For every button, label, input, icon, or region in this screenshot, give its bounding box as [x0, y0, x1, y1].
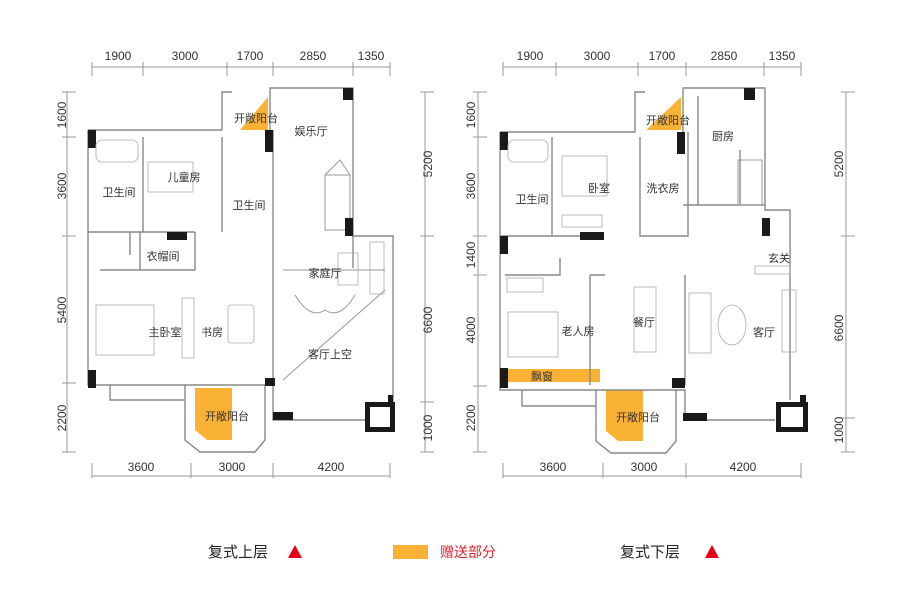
upper-walls — [87, 87, 394, 453]
dim-label: 6600 — [421, 306, 435, 333]
dim-label: 3000 — [219, 460, 246, 474]
room-label-living: 客厅 — [753, 325, 775, 339]
dim-label: 5200 — [421, 150, 435, 177]
dim-label: 5200 — [832, 150, 846, 177]
lower-right-dimensions: 5200 6600 1000 — [832, 91, 855, 453]
lower-bottom-dimensions: 3600 3000 4200 — [502, 460, 802, 478]
room-label-family-hall: 家庭厅 — [309, 266, 342, 280]
dim-label: 1350 — [769, 49, 796, 63]
dim-label: 2850 — [711, 49, 738, 63]
dim-label: 5400 — [55, 296, 69, 323]
gift-area-label: 赠送部分 — [440, 545, 496, 561]
lower-left-dimensions: 1600 3600 1400 4000 2200 — [464, 91, 487, 453]
dim-label: 1600 — [55, 101, 69, 128]
gift-area-swatch — [393, 545, 428, 559]
upper-floor-caption: 复式上层 — [208, 543, 268, 561]
room-label-balcony-bottom: 开敞阳台 — [616, 410, 660, 424]
room-label-study: 书房 — [201, 326, 223, 339]
dim-label: 3600 — [540, 460, 567, 474]
room-label-bath-left: 卫生间 — [103, 185, 136, 199]
gift-area-balcony-top — [646, 97, 681, 130]
lower-room-labels: 开敞阳台 厨房 卧室 卫生间 洗衣房 玄关 餐厅 老人房 客厅 飘窗 开敞阳台 — [516, 113, 791, 424]
dim-label: 4200 — [730, 460, 757, 474]
upper-bottom-dimensions: 3600 3000 4200 — [91, 460, 391, 478]
upper-columns — [88, 88, 395, 432]
dim-label: 3600 — [464, 172, 478, 199]
room-label-bedroom: 卧室 — [588, 181, 610, 195]
room-label-master-bedroom: 主卧室 — [149, 325, 182, 339]
dim-label: 1900 — [105, 49, 132, 63]
upper-right-dimensions: 5200 6600 1000 — [420, 91, 435, 453]
lower-top-dimensions: 1900 3000 1700 2850 1350 — [502, 49, 802, 76]
dim-label: 3600 — [55, 172, 69, 199]
room-label-balcony-bottom: 开敞阳台 — [205, 409, 249, 423]
upper-furniture — [95, 139, 385, 359]
room-label-foyer: 玄关 — [768, 251, 790, 265]
room-label-elder-room: 老人房 — [562, 325, 595, 338]
dim-label: 1350 — [358, 49, 385, 63]
lower-walls — [499, 87, 791, 454]
lower-floor-plan: 1900 3000 1700 2850 1350 1600 3600 1400 … — [464, 49, 855, 478]
dim-label: 3000 — [584, 49, 611, 63]
dim-label: 3600 — [128, 460, 155, 474]
lower-columns — [500, 88, 808, 432]
triangle-marker-icon — [705, 545, 719, 558]
gift-area-balcony-bottom — [195, 388, 232, 440]
dim-label: 2200 — [464, 404, 478, 431]
dim-label: 2850 — [300, 49, 327, 63]
lower-floor-caption: 复式下层 — [620, 543, 680, 561]
dim-label: 1000 — [421, 414, 435, 441]
dim-label: 1700 — [237, 49, 264, 63]
room-label-balcony-top: 开敞阳台 — [234, 111, 278, 125]
legend: 复式上层 赠送部分 复式下层 — [208, 543, 719, 561]
triangle-marker-icon — [288, 545, 302, 558]
room-label-bath: 卫生间 — [516, 192, 549, 206]
upper-room-labels: 开敞阳台 娱乐厅 儿童房 卫生间 卫生间 衣帽间 家庭厅 主卧室 书房 客厅上空… — [103, 111, 353, 423]
room-label-cloakroom: 衣帽间 — [147, 249, 180, 263]
dim-label: 1900 — [517, 49, 544, 63]
dim-label: 1000 — [832, 416, 846, 443]
room-label-bay-window: 飘窗 — [531, 369, 553, 383]
room-label-laundry: 洗衣房 — [647, 181, 680, 195]
dim-label: 4200 — [318, 460, 345, 474]
dim-label: 1700 — [649, 49, 676, 63]
gift-area-balcony-top — [240, 97, 268, 130]
room-label-balcony-top: 开敞阳台 — [646, 113, 690, 127]
dim-label: 6600 — [832, 314, 846, 341]
room-label-dining: 餐厅 — [633, 315, 655, 329]
gift-area-bay-window — [507, 369, 600, 382]
room-label-bath-right: 卫生间 — [233, 198, 266, 212]
room-label-entertainment: 娱乐厅 — [295, 124, 328, 138]
gift-area-balcony-bottom — [606, 390, 643, 441]
room-label-kitchen: 厨房 — [712, 130, 734, 143]
dim-label: 2200 — [55, 404, 69, 431]
dim-label: 1600 — [464, 101, 478, 128]
room-label-living-void: 客厅上空 — [308, 347, 352, 361]
room-label-kids-room: 儿童房 — [168, 170, 201, 184]
dim-label: 3000 — [172, 49, 199, 63]
upper-left-dimensions: 1600 3600 5400 2200 — [55, 91, 76, 453]
dim-label: 4000 — [464, 316, 478, 343]
upper-top-dimensions: 1900 3000 1700 2850 1350 — [91, 49, 391, 76]
dim-label: 1400 — [464, 241, 478, 268]
upper-floor-plan: 1900 3000 1700 2850 1350 1600 3600 5400 … — [55, 49, 435, 478]
dim-label: 3000 — [631, 460, 658, 474]
lower-furniture — [506, 139, 797, 358]
